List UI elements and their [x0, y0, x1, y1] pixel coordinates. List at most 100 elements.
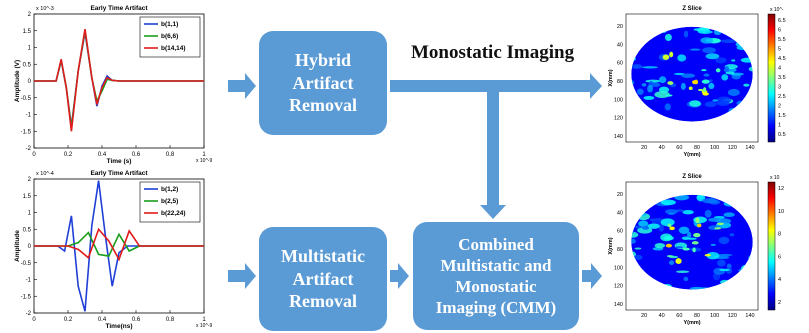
x-tick-label: 0.6	[132, 317, 141, 323]
arrow-right-icon	[390, 73, 602, 99]
heatmap-blob	[706, 251, 720, 260]
heatmap-blob	[635, 225, 641, 229]
heatmap-hotspot	[669, 51, 674, 58]
y-tick-label: 80	[617, 247, 623, 253]
heatmap-hotspot	[698, 88, 704, 92]
heatmap-blob	[647, 84, 654, 93]
series-line-b(1,2)	[34, 180, 204, 312]
heatmap-blob	[658, 76, 667, 84]
plot-title: Early Time Artifact	[90, 170, 148, 177]
y-tick-label: -2	[26, 311, 32, 317]
colorbar-tick-label: 2.5	[778, 94, 786, 100]
heatmap-blob	[715, 57, 727, 64]
heatmap-blob	[636, 88, 644, 95]
x-axis-label: Time (s)	[107, 158, 132, 165]
x-tick-label: 20	[641, 313, 647, 319]
heatmap-blob	[689, 48, 701, 51]
x-tick-label: 100	[710, 145, 719, 151]
x-tick-label: 40	[659, 313, 665, 319]
colorbar-tick-label: 2	[778, 104, 781, 110]
heatmap-hotspot	[701, 69, 707, 72]
x-exponent: x 10^-9	[196, 323, 212, 329]
y-tick-label: 20	[617, 192, 623, 198]
heatmap-hotspot	[667, 223, 672, 228]
y-tick-label: 120	[614, 284, 623, 290]
heatmap-blob	[710, 243, 716, 246]
heatmap-blob	[700, 37, 714, 44]
x-axis-label: Y(mm)	[683, 152, 700, 158]
colorbar	[767, 13, 776, 143]
heatmap-blob	[660, 218, 675, 227]
colorbar	[767, 181, 776, 311]
x-tick-label: 0.8	[166, 152, 175, 158]
y-tick-label: 140	[614, 302, 623, 308]
heatmap-blob	[634, 247, 642, 250]
monostatic-imaging-label: Monostatic Imaging	[411, 42, 575, 63]
heatmap-hotspot	[675, 258, 682, 265]
y-tick-label: 1	[28, 211, 32, 217]
heatmap-blob	[677, 54, 687, 62]
y-axis-label: X(mm)	[608, 237, 614, 254]
heatmap-blob	[641, 83, 647, 87]
legend-entry: b(1,2)	[161, 186, 178, 193]
y-exponent: x 10^-4	[36, 171, 54, 177]
heatmap-hotspot	[704, 253, 712, 257]
heatmap-hotspot	[667, 81, 674, 85]
y-tick-label: 40	[617, 42, 623, 48]
heatmap-blob	[702, 47, 716, 54]
x-tick-label: 0.4	[98, 152, 107, 158]
x-tick-label: 20	[641, 145, 647, 151]
heatmap-blob	[647, 223, 660, 229]
heatmap-blob	[682, 210, 694, 215]
hybrid-artifact-removal-box: Hybrid Artifact Removal	[259, 31, 387, 135]
heatmap-hotspot	[702, 92, 709, 96]
heatmap-blob	[664, 33, 672, 41]
heatmap-blob	[675, 246, 684, 249]
y-axis-label: Amplitude (V)	[14, 60, 21, 102]
arrow-right-icon	[228, 73, 256, 99]
combined-imaging-box: Combined Multistatic and Monostatic Imag…	[413, 222, 579, 330]
colorbar-tick-label: 1	[778, 123, 781, 129]
x-tick-label: 60	[676, 145, 682, 151]
y-tick-label: 0.5	[23, 62, 32, 68]
colorbar-exponent: x 10^-	[770, 7, 784, 13]
heatmap-blob	[668, 212, 675, 215]
colorbar-tick-label: 5	[778, 47, 781, 53]
heatmap-hotspot	[669, 226, 675, 231]
heatmap-blob	[718, 236, 730, 245]
x-tick-label: 1	[202, 152, 206, 158]
heatmap-blob	[708, 217, 722, 222]
heatmap-blob	[638, 220, 649, 227]
x-tick-label: 0	[32, 152, 36, 158]
legend-entry: b(2,5)	[161, 198, 178, 205]
heatmap-blob	[708, 82, 715, 90]
heatmap-hotspot	[666, 255, 674, 258]
heatmap-blob	[645, 79, 661, 83]
y-tick-label: 1	[28, 46, 32, 52]
x-tick-label: 0.2	[64, 317, 73, 323]
heatmap-hotspot	[703, 87, 707, 93]
heatmap-blob	[660, 199, 676, 206]
heatmap-hotspot	[688, 86, 693, 91]
heatmap-blob	[689, 100, 701, 107]
heatmap-hotspot	[701, 79, 710, 84]
x-tick-label: 0	[32, 317, 36, 323]
colorbar-tick-label: 12	[778, 186, 784, 192]
colorbar-tick-label: 3	[778, 85, 781, 91]
colorbar-tick-label: 4	[778, 277, 781, 283]
x-tick-label: 120	[728, 145, 737, 151]
x-tick-label: 80	[694, 145, 700, 151]
y-tick-label: 100	[614, 97, 623, 103]
y-tick-label: -1	[26, 278, 32, 284]
heatmap-hotspot	[692, 80, 698, 85]
heatmap-blob	[654, 242, 666, 249]
heatmap-blob	[642, 226, 650, 230]
y-tick-label: -1.5	[21, 129, 32, 135]
x-axis-label: Y(mm)	[683, 320, 700, 326]
y-tick-label: -2	[26, 146, 32, 152]
heatmap-hotspot	[716, 222, 724, 225]
heatmap-blob	[654, 91, 670, 99]
